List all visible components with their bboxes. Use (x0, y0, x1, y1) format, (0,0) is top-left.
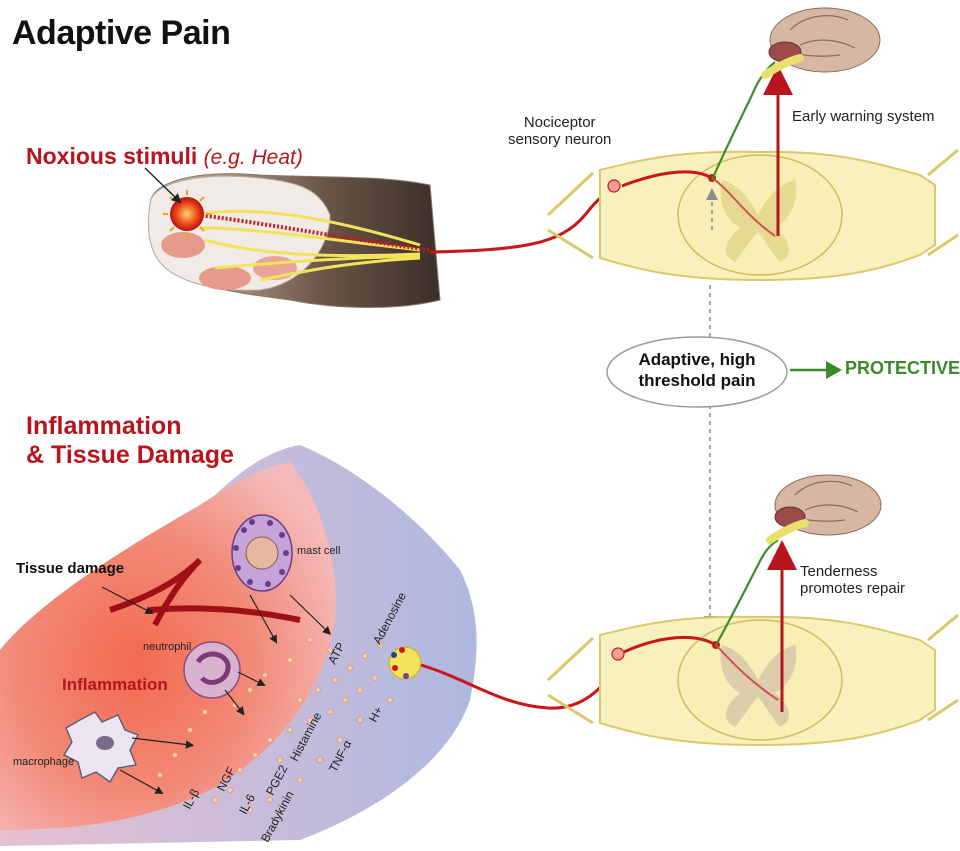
nociceptor-label: Nociceptor sensory neuron (508, 114, 611, 148)
nociceptor-label-line1: Nociceptor (508, 114, 611, 131)
mast-cell-label: mast cell (297, 545, 340, 557)
tissue-damage-label: Tissue damage (16, 560, 124, 577)
inflammation-heading-line2: & Tissue Damage (26, 441, 234, 470)
brain-icon (765, 8, 880, 75)
nociceptor-label-line2: sensory neuron (508, 131, 611, 148)
inflammation-label: Inflammation (62, 675, 168, 695)
early-warning-label: Early warning system (792, 108, 935, 125)
stimulus-label: Noxious stimuli (26, 143, 197, 169)
tenderness-line1: Tenderness (800, 563, 905, 580)
heat-stimulus-icon (170, 197, 204, 231)
adaptive-pain-label: Adaptive, high threshold pain (608, 349, 786, 391)
brain-icon-bottom (770, 475, 881, 540)
inflamed-tissue (0, 445, 477, 846)
macrophage-label: macrophage (13, 756, 74, 768)
paw-illustration (145, 168, 440, 308)
neutrophil-label: neutrophil (143, 641, 191, 653)
adaptive-line1: Adaptive, high (608, 349, 786, 370)
tenderness-label: Tenderness promotes repair (800, 563, 905, 597)
stimulus-example: (e.g. Heat) (204, 146, 303, 169)
page-title: Adaptive Pain (12, 14, 230, 53)
inflammation-heading-line1: Inflammation (26, 412, 234, 441)
noxious-stimuli-label: Noxious stimuli (e.g. Heat) (26, 143, 303, 170)
paw-pad (161, 232, 205, 258)
drg-cell-body (608, 180, 620, 192)
mast-cell (232, 515, 292, 591)
nociceptor-terminal (389, 647, 421, 679)
paw-pad (199, 266, 251, 290)
tenderness-line2: promotes repair (800, 580, 905, 597)
afferent-nerve (430, 186, 622, 252)
neutrophil-cell (184, 642, 240, 698)
protective-label: PROTECTIVE (845, 358, 960, 379)
spinal-cord-top (548, 62, 958, 280)
inflammation-heading: Inflammation & Tissue Damage (26, 412, 234, 470)
adaptive-line2: threshold pain (608, 370, 786, 391)
